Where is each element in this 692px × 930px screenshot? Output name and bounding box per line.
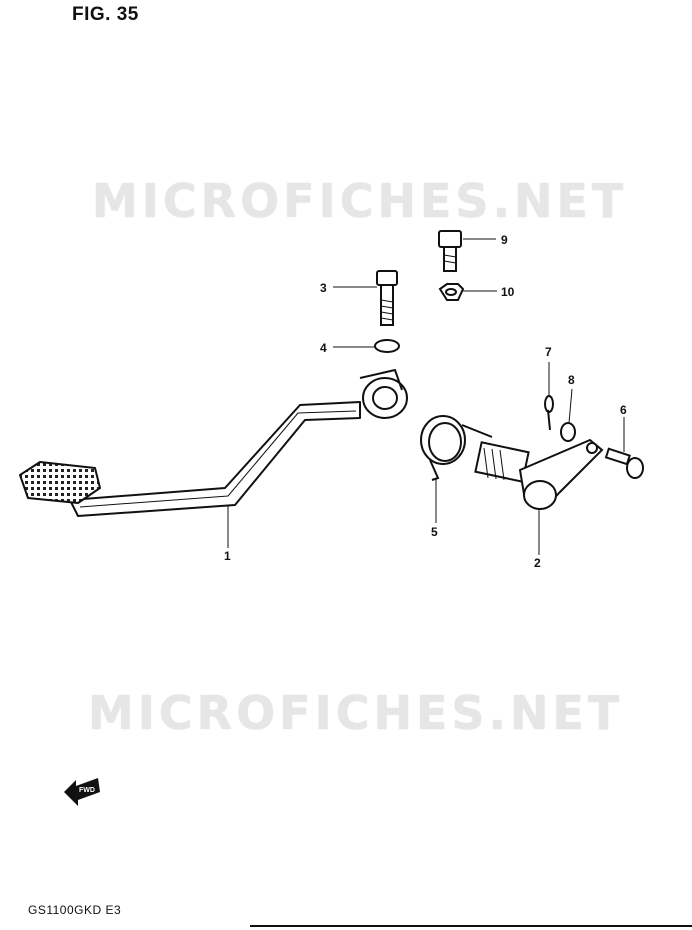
callout-1: 1 [224, 549, 231, 563]
callout-9: 9 [501, 233, 508, 247]
return-spring [420, 415, 493, 481]
model-code: GS1100GKD E3 [28, 903, 122, 917]
bolt [438, 230, 462, 272]
callout-10: 10 [501, 285, 515, 299]
brake-lever-shaft [474, 438, 604, 510]
callout-6: 6 [620, 403, 627, 417]
cotter-pin [544, 395, 554, 431]
callout-3: 3 [320, 281, 327, 295]
callout-7: 7 [545, 345, 552, 359]
forward-arrow-icon: FWD [64, 778, 100, 806]
nut [438, 283, 465, 301]
callout-4: 4 [320, 341, 327, 355]
washer [374, 339, 400, 353]
watermark-top: MICROFICHES.NET [92, 174, 628, 228]
pin [604, 447, 644, 479]
washer-small [560, 422, 576, 442]
brake-pedal [19, 369, 408, 517]
watermark-bottom: MICROFICHES.NET [88, 686, 624, 740]
callout-5: 5 [431, 525, 438, 539]
callout-8: 8 [568, 373, 575, 387]
fwd-label: FWD [79, 787, 95, 794]
figure-title: FIG. 35 [72, 4, 139, 25]
callout-2: 2 [534, 556, 541, 570]
pedal-bolt [376, 270, 398, 326]
